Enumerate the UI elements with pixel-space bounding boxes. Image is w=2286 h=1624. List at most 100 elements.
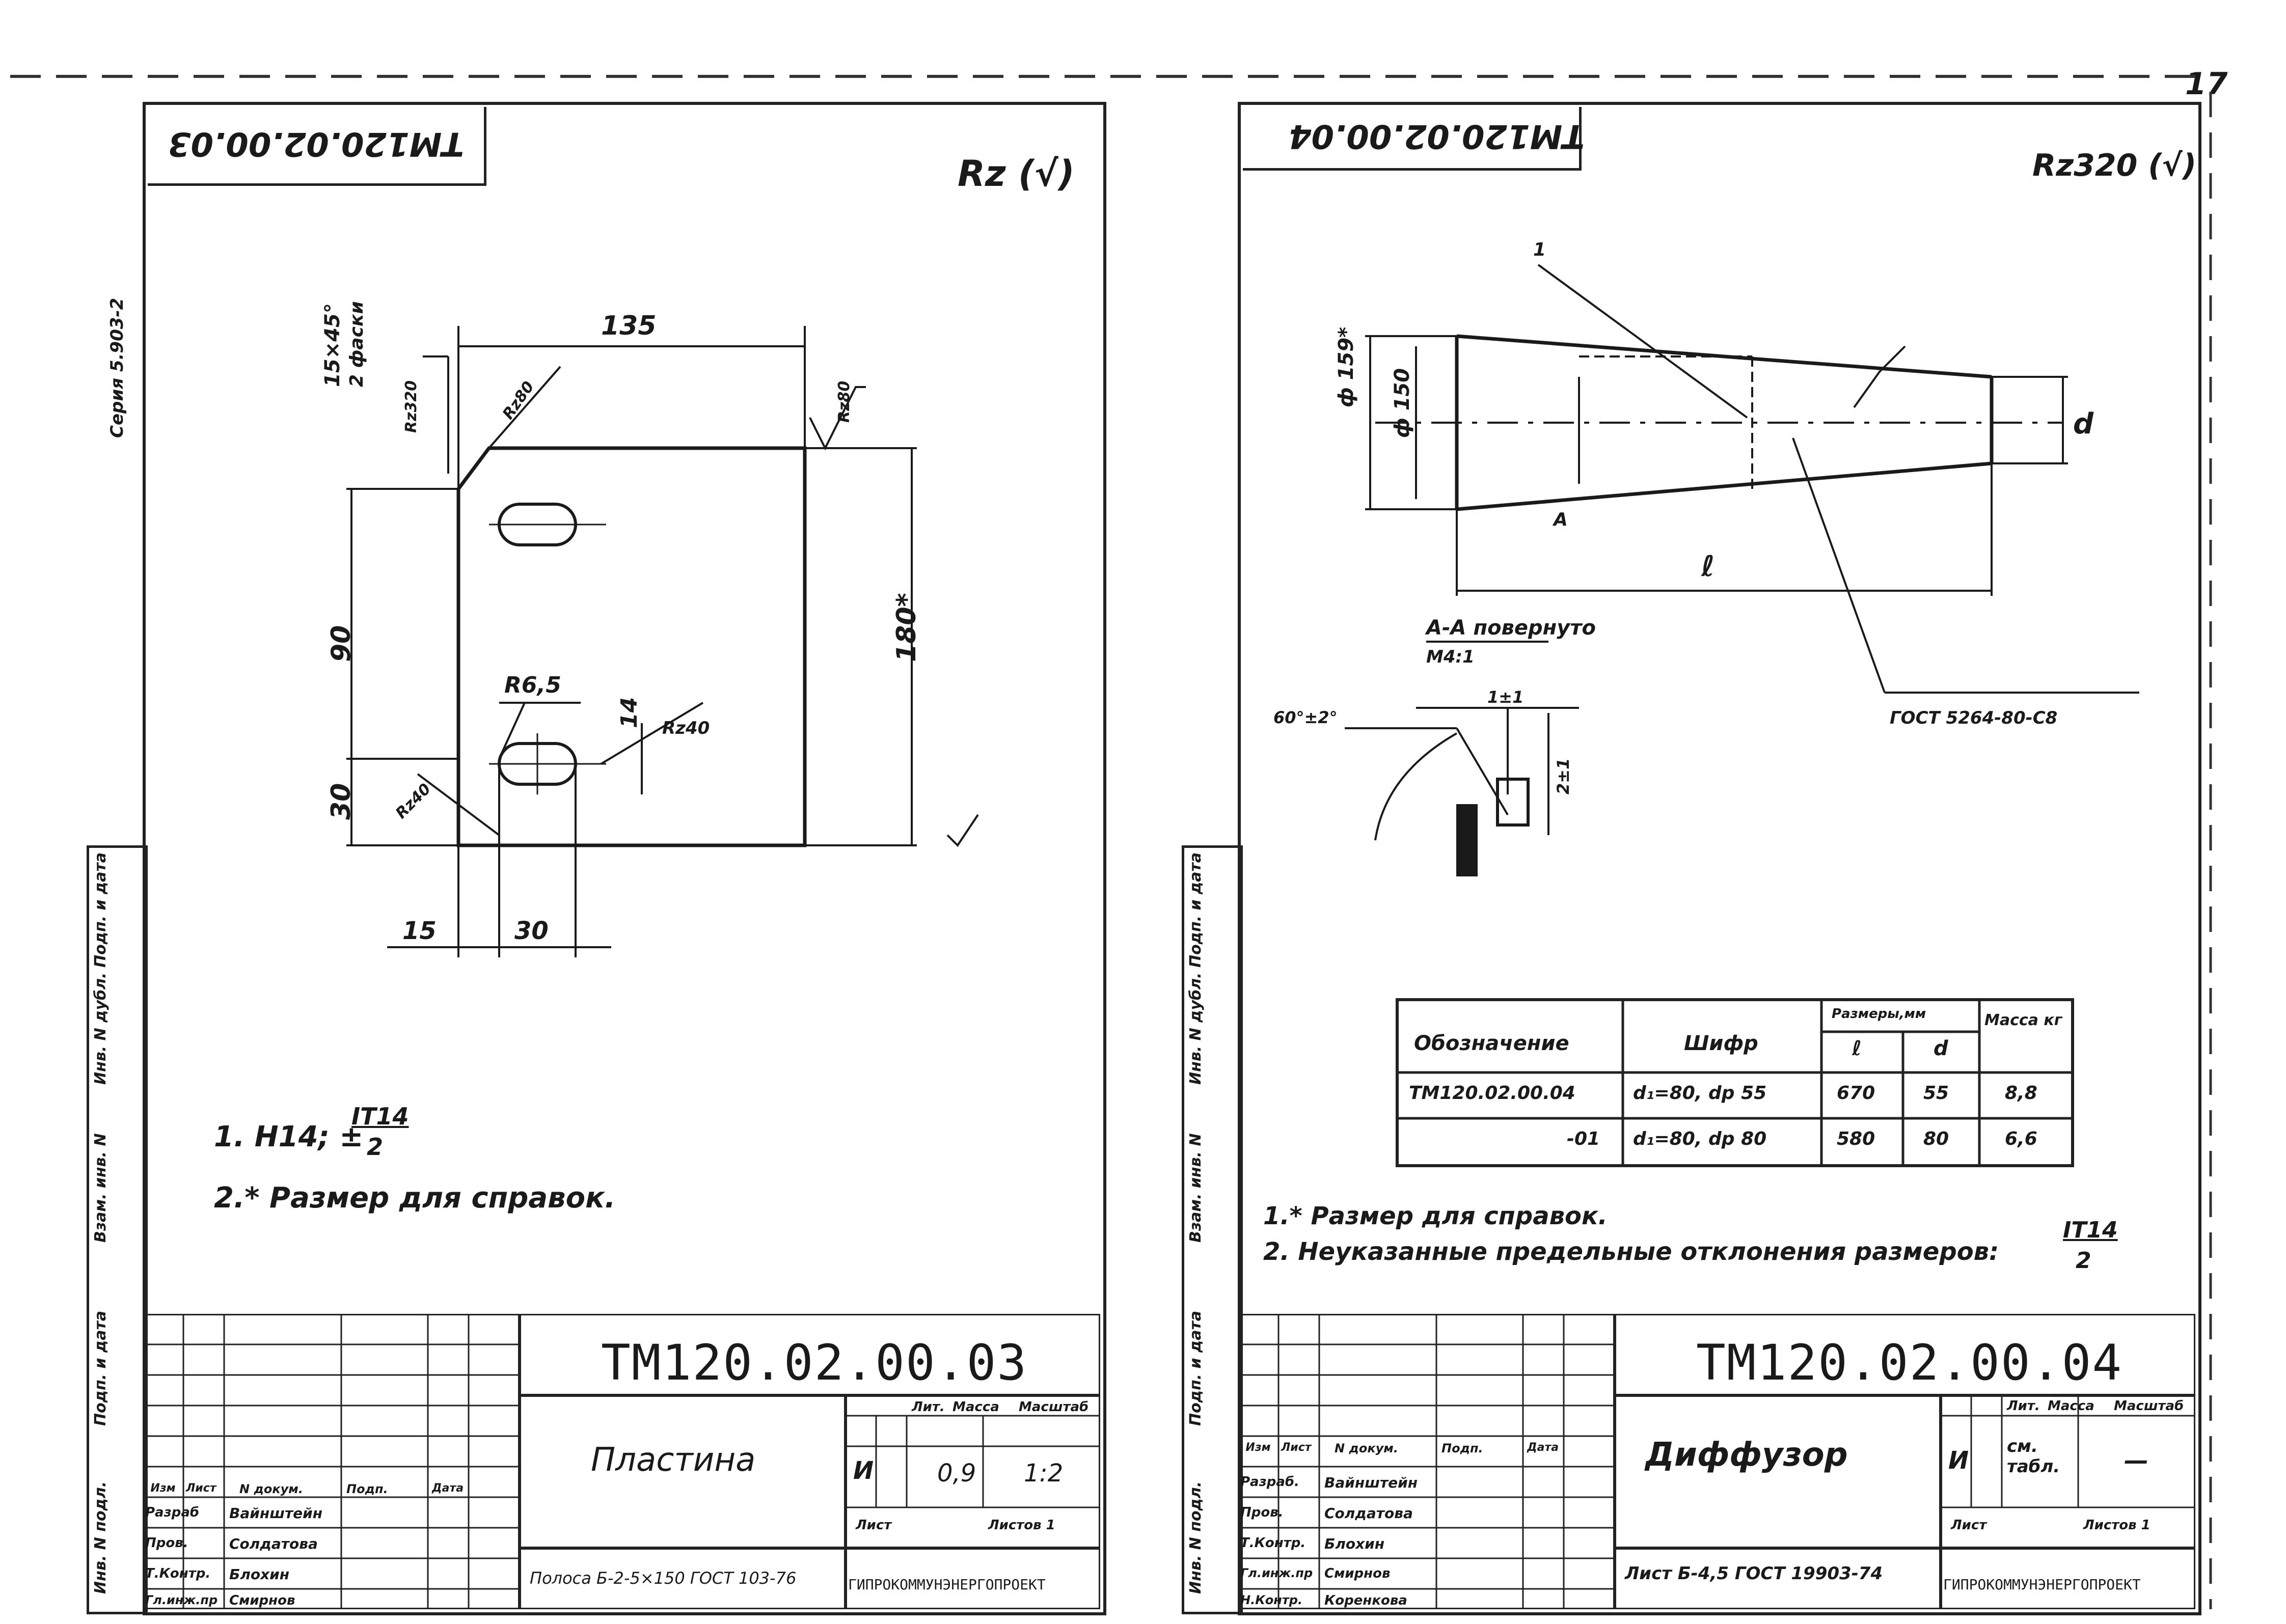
right-tb-mass-label: Масса <box>2048 1398 2094 1414</box>
right-tb-sheet-label: Лист <box>1951 1518 1987 1533</box>
table-row-0-designation: ТМ120.02.00.04 <box>1409 1083 1575 1104</box>
left-tb-org: ГИПРОКОММУНЭНЕРГОПРОЕКТ <box>848 1576 1046 1593</box>
right-tb-role-2: Т.Контр. <box>1240 1535 1306 1551</box>
right-tb-scale-label: Масштаб <box>2114 1398 2184 1414</box>
right-tb-name-0: Вайнштейн <box>1324 1474 1418 1491</box>
left-roughness-corner: Rz (√) <box>958 153 1075 195</box>
right-tb-head-3: Подп. <box>1441 1441 1483 1455</box>
right-tb-role-0: Разраб. <box>1240 1474 1299 1490</box>
right-dim-thick: 2±1 <box>1554 758 1573 794</box>
table-header-dims: Размеры,мм <box>1832 1006 1926 1022</box>
right-tb-name-1: Солдатова <box>1324 1505 1413 1522</box>
right-drawing-sheet <box>1238 102 2201 1615</box>
left-dim-width: 135 <box>601 311 657 341</box>
left-tb-head-2: N докум. <box>239 1482 303 1496</box>
left-tb-scale-value: 1:2 <box>1024 1459 1064 1488</box>
right-dim-d: d <box>2073 407 2094 441</box>
right-drawing-code: ТМ120.02.00.04 <box>1696 1334 2123 1391</box>
right-gost-weld: ГОСТ 5264-80-С8 <box>1890 708 2058 728</box>
left-side-strip <box>87 845 148 1614</box>
table-row-1-designation: -01 <box>1567 1128 1600 1149</box>
table-header-code: Шифр <box>1684 1032 1758 1055</box>
right-tb-head-0: Изм <box>1245 1441 1271 1454</box>
left-tb-sheet-label: Лист <box>856 1518 892 1533</box>
left-dim-slot-r: R6,5 <box>504 672 561 698</box>
right-stamp-box <box>1243 107 1582 171</box>
right-tb-name-2: Блохин <box>1324 1535 1385 1552</box>
right-side-label-1: Подп. и дата <box>1187 1310 1205 1426</box>
variant-table: Обозначение Шифр Размеры,мм Масса кг ℓ d… <box>1396 998 2074 1167</box>
right-part-name: Диффузор <box>1645 1436 1848 1474</box>
left-drawing-code: ТМ120.02.00.03 <box>601 1334 1028 1391</box>
right-dim-dia-inner: ф 150 <box>1391 368 1414 438</box>
page-number: 17 <box>2185 66 2228 102</box>
table-row-1-l: 580 <box>1837 1128 1875 1149</box>
left-note-1-den: 2 <box>367 1133 384 1161</box>
table-sub-header-l: ℓ <box>1852 1037 1862 1060</box>
left-tb-sheets-label: Листов 1 <box>988 1518 1055 1533</box>
right-dim-leader-1: 1 <box>1533 239 1546 260</box>
right-section-title: А-А повернуто <box>1426 616 1596 640</box>
table-sub-header-d: d <box>1934 1037 1948 1060</box>
right-note-2-num: IT14 <box>2063 1217 2118 1243</box>
left-tb-mass-label: Масса <box>953 1399 999 1415</box>
left-tb-mass-value: 0,9 <box>937 1459 976 1488</box>
table-row-0-code: d₁=80, dр 55 <box>1633 1083 1767 1104</box>
left-note-1: 1. Н14; ± <box>214 1120 364 1153</box>
right-tb-name-3: Смирнов <box>1324 1566 1391 1581</box>
left-tb-head-1: Лист <box>186 1482 216 1495</box>
right-dim-section-a: A <box>1554 509 1568 530</box>
right-note-1: 1.* Размер для справок. <box>1263 1202 1608 1230</box>
left-slot-rough: Rz40 <box>662 718 710 738</box>
right-tb-role-4: Н.Контр. <box>1240 1593 1303 1607</box>
left-dim-30b: 30 <box>514 917 549 945</box>
right-dim-dia-outer: ф 159* <box>1335 326 1358 407</box>
right-tb-name-4: Коренкова <box>1324 1593 1407 1608</box>
right-tb-role-1: Пров. <box>1240 1505 1284 1520</box>
left-tb-name-0: Вайнштейн <box>229 1505 323 1522</box>
left-tb-role-0: Разраб <box>145 1505 200 1520</box>
left-tb-role-3: Гл.инж.пр <box>145 1593 218 1607</box>
left-tb-lit-value: И <box>853 1456 874 1485</box>
table-row-1-code: d₁=80, dр 80 <box>1633 1128 1767 1149</box>
left-note-2: 2.* Размер для справок. <box>214 1181 616 1215</box>
right-tb-lit-label: Лит. <box>2007 1398 2040 1414</box>
left-tb-name-2: Блохин <box>229 1566 290 1583</box>
left-note-1-num: IT14 <box>351 1103 409 1130</box>
right-side-label-3: Инв. N дубл. <box>1187 972 1205 1085</box>
right-side-label-2: Взам. инв. N <box>1187 1133 1205 1243</box>
right-side-label-0: Инв. N подл. <box>1187 1481 1205 1594</box>
left-tb-lit-label: Лит. <box>912 1399 945 1415</box>
right-section-scale: М4:1 <box>1426 647 1475 667</box>
table-header-mass: Масса кг <box>1984 1011 2062 1029</box>
right-tb-material: Лист Б-4,5 ГОСТ 19903-74 <box>1625 1563 1883 1584</box>
right-title-block: Изм Лист N докум. Подп. Дата Разраб. Вай… <box>1238 1314 2195 1609</box>
right-tb-org: ГИПРОКОММУНЭНЕРГОПРОЕКТ <box>1943 1576 2141 1593</box>
table-header-designation: Обозначение <box>1414 1032 1569 1055</box>
right-tb-sheets-label: Листов 1 <box>2083 1518 2151 1533</box>
right-roughness-corner: Rz320 (√) <box>2032 148 2197 183</box>
table-row-1-d: 80 <box>1923 1128 1949 1149</box>
right-note-2: 2. Неуказанные предельные отклонения раз… <box>1263 1237 1999 1266</box>
right-tb-scale-value: — <box>2124 1446 2148 1475</box>
table-row-0-mass: 8,8 <box>2005 1083 2037 1104</box>
right-dim-gap: 1±1 <box>1487 687 1524 707</box>
left-tb-head-3: Подп. <box>346 1482 388 1496</box>
left-drawing-sheet <box>143 102 1106 1615</box>
right-tb-mass-value: см. табл. <box>2007 1436 2060 1477</box>
left-tb-head-4: Дата <box>432 1482 464 1495</box>
right-tb-head-4: Дата <box>1527 1441 1559 1454</box>
right-note-2-den: 2 <box>2076 1248 2091 1274</box>
right-tb-head-1: Лист <box>1281 1441 1312 1454</box>
right-dim-angle: 60°±2° <box>1273 708 1338 727</box>
left-tb-name-3: Смирнов <box>229 1593 295 1608</box>
left-tb-role-1: Пров. <box>145 1535 188 1551</box>
table-row-0-l: 670 <box>1837 1083 1875 1104</box>
right-side-label-4: Подп. и дата <box>1187 852 1205 968</box>
table-row-0-d: 55 <box>1923 1083 1949 1104</box>
left-dim-15: 15 <box>402 917 437 945</box>
right-tb-lit-value: И <box>1948 1446 1969 1475</box>
